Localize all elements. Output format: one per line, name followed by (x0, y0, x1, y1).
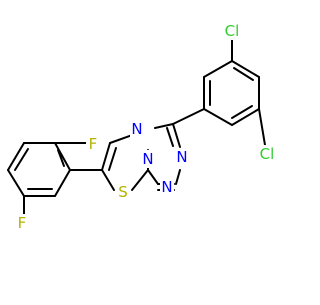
nitrogen-atom-label: N (131, 120, 142, 138)
label-background (141, 150, 155, 168)
nitrogen-atom-label: N (161, 178, 172, 196)
bond (231, 108, 260, 126)
bond (231, 60, 260, 78)
chlorine-atom-label: Cl (225, 22, 240, 40)
label-background (175, 148, 189, 166)
fluorine-atom-label: F (89, 135, 98, 153)
sulfur-atom-label: S (118, 183, 128, 201)
bond (147, 169, 159, 185)
molecule-canvas: Cl Cl F F N N N N S (7, 22, 280, 232)
chlorine-atom-label: Cl (260, 145, 275, 163)
double-bond-inner (14, 148, 29, 171)
double-bond-inner (57, 149, 65, 167)
label-background (86, 135, 100, 153)
double-bond-inner (231, 105, 253, 119)
double-bond-inner (108, 147, 117, 171)
label-background (115, 183, 131, 201)
bond (54, 142, 71, 171)
bond (7, 169, 25, 197)
bond (203, 108, 233, 126)
nitrogen-atom-label: N (142, 150, 153, 168)
double-bond-inner (166, 127, 174, 147)
bond (154, 123, 174, 129)
bond (131, 169, 149, 191)
bond (175, 169, 181, 185)
label-background (15, 214, 29, 232)
bond (172, 123, 181, 148)
label-background (254, 145, 280, 163)
bond (54, 169, 71, 197)
atom-labels: Cl Cl F F N N N N S (15, 22, 280, 232)
fluorine-atom-label: F (18, 214, 27, 232)
bond-ring-to-triazole (172, 108, 205, 125)
difluorophenyl-ring (7, 142, 71, 197)
dichlorophenyl-ring (203, 60, 260, 126)
bond (101, 169, 115, 191)
bond (203, 60, 233, 78)
bond-to-cl-right (258, 108, 266, 146)
label-background (219, 22, 245, 40)
label-background (130, 120, 144, 138)
nitrogen-atom-label: N (176, 148, 187, 166)
bond (7, 142, 25, 171)
molecule-structure: Cl Cl F F N N N N S (7, 22, 280, 232)
bond (101, 142, 111, 171)
double-bond-inner (233, 67, 254, 81)
label-background (160, 178, 174, 196)
